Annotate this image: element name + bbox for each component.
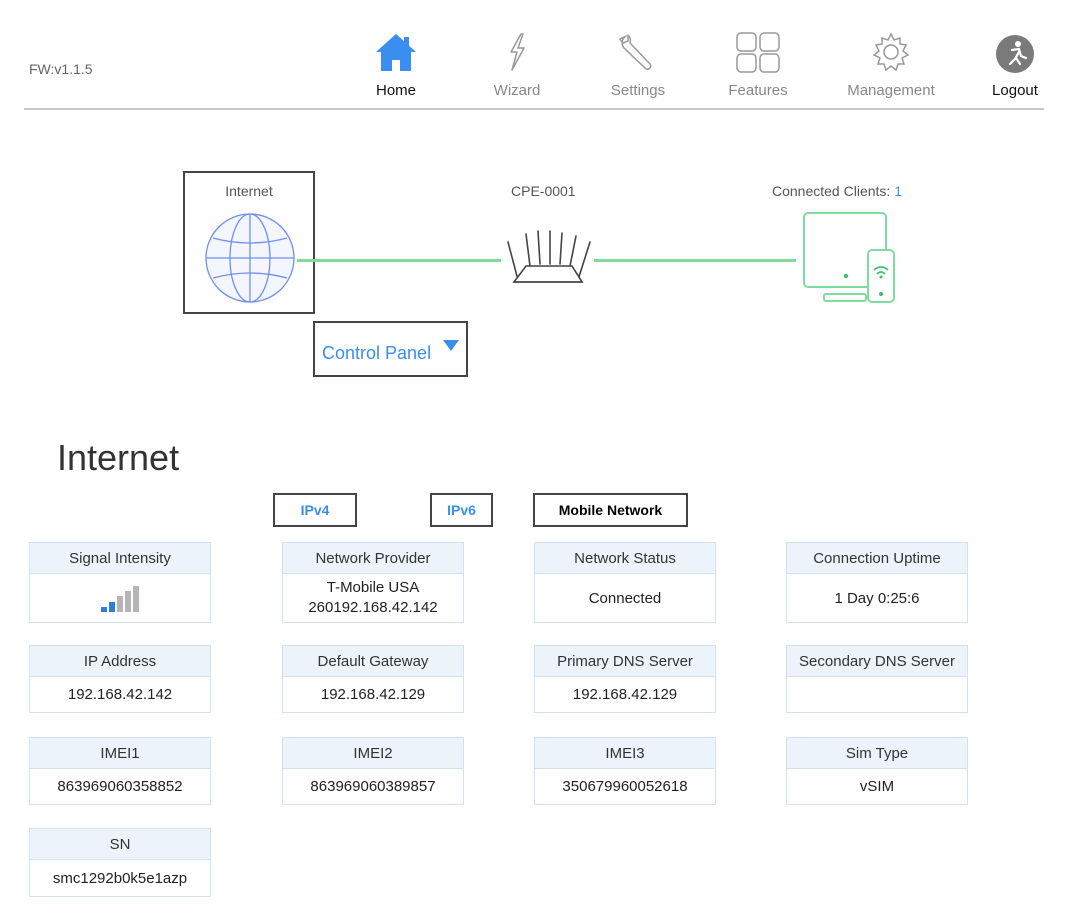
card-secondary-dns: Secondary DNS Server	[786, 645, 968, 713]
card-imei1: IMEI1 863969060358852	[29, 737, 211, 805]
card-connection-uptime: Connection Uptime 1 Day 0:25:6	[786, 542, 968, 623]
signal-bars-icon	[101, 584, 139, 612]
client-link-line	[594, 259, 796, 262]
header-divider	[24, 108, 1044, 110]
globe-icon	[205, 213, 295, 303]
card-value: T-Mobile USA	[326, 579, 420, 596]
card-network-status: Network Status Connected	[534, 542, 716, 623]
card-value: 192.168.42.129	[572, 686, 678, 703]
card-label: Secondary DNS Server	[787, 646, 967, 677]
card-value: 192.168.42.142	[67, 686, 173, 703]
nav-management-label: Management	[847, 82, 935, 99]
card-sn: SN smc1292b0k5e1azp	[29, 828, 211, 897]
logout-icon	[996, 35, 1034, 73]
tab-mobile-network[interactable]: Mobile Network	[533, 493, 688, 527]
card-label: IMEI2	[283, 738, 463, 769]
card-primary-dns: Primary DNS Server 192.168.42.129	[534, 645, 716, 713]
nav-settings-label: Settings	[610, 82, 666, 99]
card-label: Sim Type	[787, 738, 967, 769]
card-value: 863969060358852	[57, 778, 183, 795]
card-label: Connection Uptime	[787, 543, 967, 574]
card-value	[787, 677, 967, 712]
nav-logout-label: Logout	[992, 82, 1038, 99]
control-panel-dropdown[interactable]: Control Panel	[313, 321, 468, 377]
card-value: 192.168.42.129	[320, 686, 426, 703]
card-label: Signal Intensity	[30, 543, 210, 574]
internet-link-line	[297, 259, 501, 262]
card-value: 260192.168.42.142	[308, 599, 438, 616]
nav-home[interactable]: Home	[341, 30, 451, 99]
connected-clients-text: Connected Clients:	[772, 183, 895, 199]
card-label: Network Provider	[283, 543, 463, 574]
nav-settings[interactable]: Settings	[583, 30, 693, 99]
card-value: smc1292b0k5e1azp	[52, 869, 188, 887]
nav-logout[interactable]: Logout	[960, 30, 1070, 99]
wrench-icon	[619, 34, 652, 70]
device-label: CPE-0001	[511, 183, 576, 199]
card-label: IP Address	[30, 646, 210, 677]
nav-features-label: Features	[728, 82, 788, 99]
clients-devices-icon[interactable]	[800, 210, 900, 306]
home-icon	[376, 34, 416, 71]
card-ip-address: IP Address 192.168.42.142	[29, 645, 211, 713]
internet-node[interactable]: Internet	[183, 171, 315, 314]
tab-ipv4[interactable]: IPv4	[273, 493, 357, 527]
card-label: Default Gateway	[283, 646, 463, 677]
internet-node-label: Internet	[225, 183, 273, 199]
section-title: Internet	[57, 437, 180, 478]
card-value: vSIM	[859, 778, 895, 795]
card-label: Network Status	[535, 543, 715, 574]
card-imei3: IMEI3 350679960052618	[534, 737, 716, 805]
connected-clients-label: Connected Clients: 1	[772, 183, 902, 199]
card-label: IMEI1	[30, 738, 210, 769]
connected-clients-count[interactable]: 1	[894, 183, 902, 199]
card-value: 350679960052618	[562, 778, 688, 795]
nav-features[interactable]: Features	[703, 30, 813, 99]
tab-ipv6[interactable]: IPv6	[430, 493, 493, 527]
gear-icon	[872, 32, 910, 72]
card-sim-type: Sim Type vSIM	[786, 737, 968, 805]
card-label: SN	[30, 829, 210, 860]
card-value: 863969060389857	[310, 778, 436, 795]
nav-wizard[interactable]: Wizard	[462, 30, 572, 99]
nav-home-label: Home	[375, 82, 416, 99]
card-default-gateway: Default Gateway 192.168.42.129	[282, 645, 464, 713]
card-label: IMEI3	[535, 738, 715, 769]
card-label: Primary DNS Server	[535, 646, 715, 677]
router-icon[interactable]	[500, 228, 596, 290]
control-panel-label: Control Panel	[322, 343, 432, 363]
wizard-icon	[510, 33, 525, 71]
card-signal-intensity: Signal Intensity	[29, 542, 211, 623]
nav-wizard-label: Wizard	[493, 82, 541, 99]
firmware-version: FW:v1.1.5	[29, 61, 93, 77]
nav-management[interactable]: Management	[836, 30, 946, 99]
features-grid-icon	[736, 32, 780, 73]
card-value: Connected	[588, 589, 662, 607]
card-value: 1 Day 0:25:6	[834, 589, 920, 607]
card-imei2: IMEI2 863969060389857	[282, 737, 464, 805]
caret-down-icon	[443, 340, 459, 351]
card-network-provider: Network Provider T-Mobile USA 260192.168…	[282, 542, 464, 623]
main-nav: Home Wizard Settings Features Management	[0, 30, 1072, 105]
